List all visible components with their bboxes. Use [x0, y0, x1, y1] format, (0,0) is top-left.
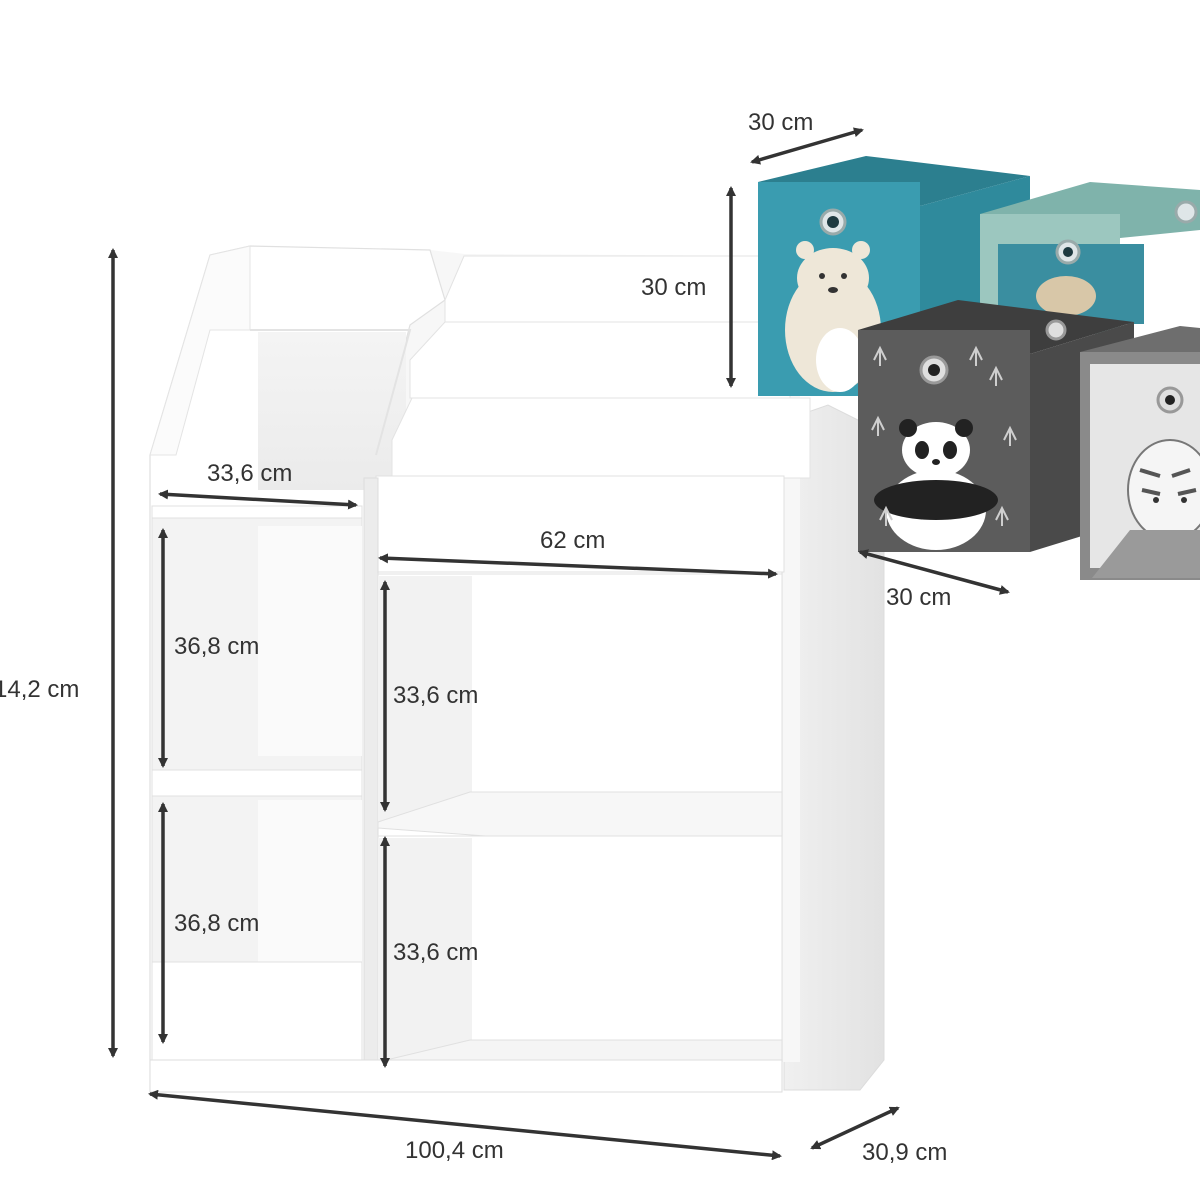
zebra-stripes [1139, 468, 1197, 496]
label-total-width: 100,4 cm [405, 1137, 504, 1164]
slat-front-board [375, 475, 785, 573]
left-bottom-board [151, 961, 363, 1065]
zebra-eye-left [1153, 497, 1159, 503]
bear-ear-left [796, 241, 814, 259]
left-compartment-upper-back [258, 526, 362, 756]
right-inner-post-upper [378, 576, 472, 822]
box-panda-handle-hole [928, 364, 940, 376]
center-divider [363, 477, 379, 1079]
dimension-labels: 14,2 cm 33,6 cm 62 cm 36,8 cm 36,8 cm 33… [0, 109, 951, 1166]
box-zebra [1080, 326, 1200, 580]
box-llama-handle-hole [1063, 247, 1073, 257]
total-width-arrow [148, 1089, 782, 1161]
label-box-width: 30 cm [748, 109, 813, 136]
bear-nose [828, 287, 838, 293]
left-inner-divider [250, 329, 412, 456]
right-width-arrow [378, 553, 778, 579]
panda-ear-right [955, 419, 973, 437]
label-box-height: 30 cm [641, 274, 706, 301]
slat-3 [391, 397, 811, 479]
box-bear-handle-hole [827, 216, 839, 228]
box-llama-handle-2 [1174, 200, 1198, 224]
panda-nose [932, 459, 940, 465]
bookshelf [149, 245, 885, 1093]
label-left-width: 33,6 cm [207, 460, 292, 487]
box-width-arrow [750, 127, 864, 165]
box-zebra-frame [1080, 352, 1200, 364]
left-column-top-board [151, 505, 363, 519]
right-inner-post-lower [378, 838, 472, 1062]
box-zebra-inside [1080, 326, 1200, 360]
bear-eye-left [819, 273, 825, 279]
label-box-depth: 30 cm [886, 584, 951, 611]
storage-boxes [758, 156, 1200, 580]
label-total-height: 14,2 cm [0, 676, 79, 703]
slat-1 [444, 255, 791, 331]
box-depth-arrow [858, 549, 1010, 595]
label-depth: 30,9 cm [862, 1139, 947, 1166]
box-panda-inside [858, 300, 1134, 354]
left-width-arrow [158, 489, 358, 510]
left-upper-niche [258, 332, 406, 490]
bear-ear-right [852, 241, 870, 259]
panda-ear-left [899, 419, 917, 437]
label-right-upper-height: 33,6 cm [393, 682, 478, 709]
left-shelf-board [151, 769, 363, 797]
base-plinth [149, 1059, 783, 1093]
bear-belly [816, 328, 864, 392]
zebra-body [1092, 530, 1200, 578]
box-panda-handle-2 [1045, 319, 1067, 341]
box-bear-inside [758, 156, 1030, 206]
label-right-width: 62 cm [540, 527, 605, 554]
panda-eye-patch-right [943, 441, 957, 459]
depth-arrow [810, 1106, 900, 1150]
slat-2 [409, 321, 791, 399]
dimension-arrows [108, 127, 1010, 1161]
zebra-eye-right [1181, 497, 1187, 503]
bear-head [797, 248, 869, 308]
panda-arms [874, 480, 998, 520]
tree-pattern [871, 345, 1017, 526]
box-zebra-frame-left [1080, 352, 1090, 580]
box-zebra-handle-hole [1165, 395, 1175, 405]
llama-head [1036, 276, 1096, 316]
panda-head [902, 422, 970, 478]
bear-eye-right [841, 273, 847, 279]
label-left-lower-height: 36,8 cm [174, 910, 259, 937]
left-compartment-lower-back [258, 800, 362, 970]
panda-eye-patch-left [915, 441, 929, 459]
label-right-lower-height: 33,6 cm [393, 939, 478, 966]
label-left-upper-height: 36,8 cm [174, 633, 259, 660]
